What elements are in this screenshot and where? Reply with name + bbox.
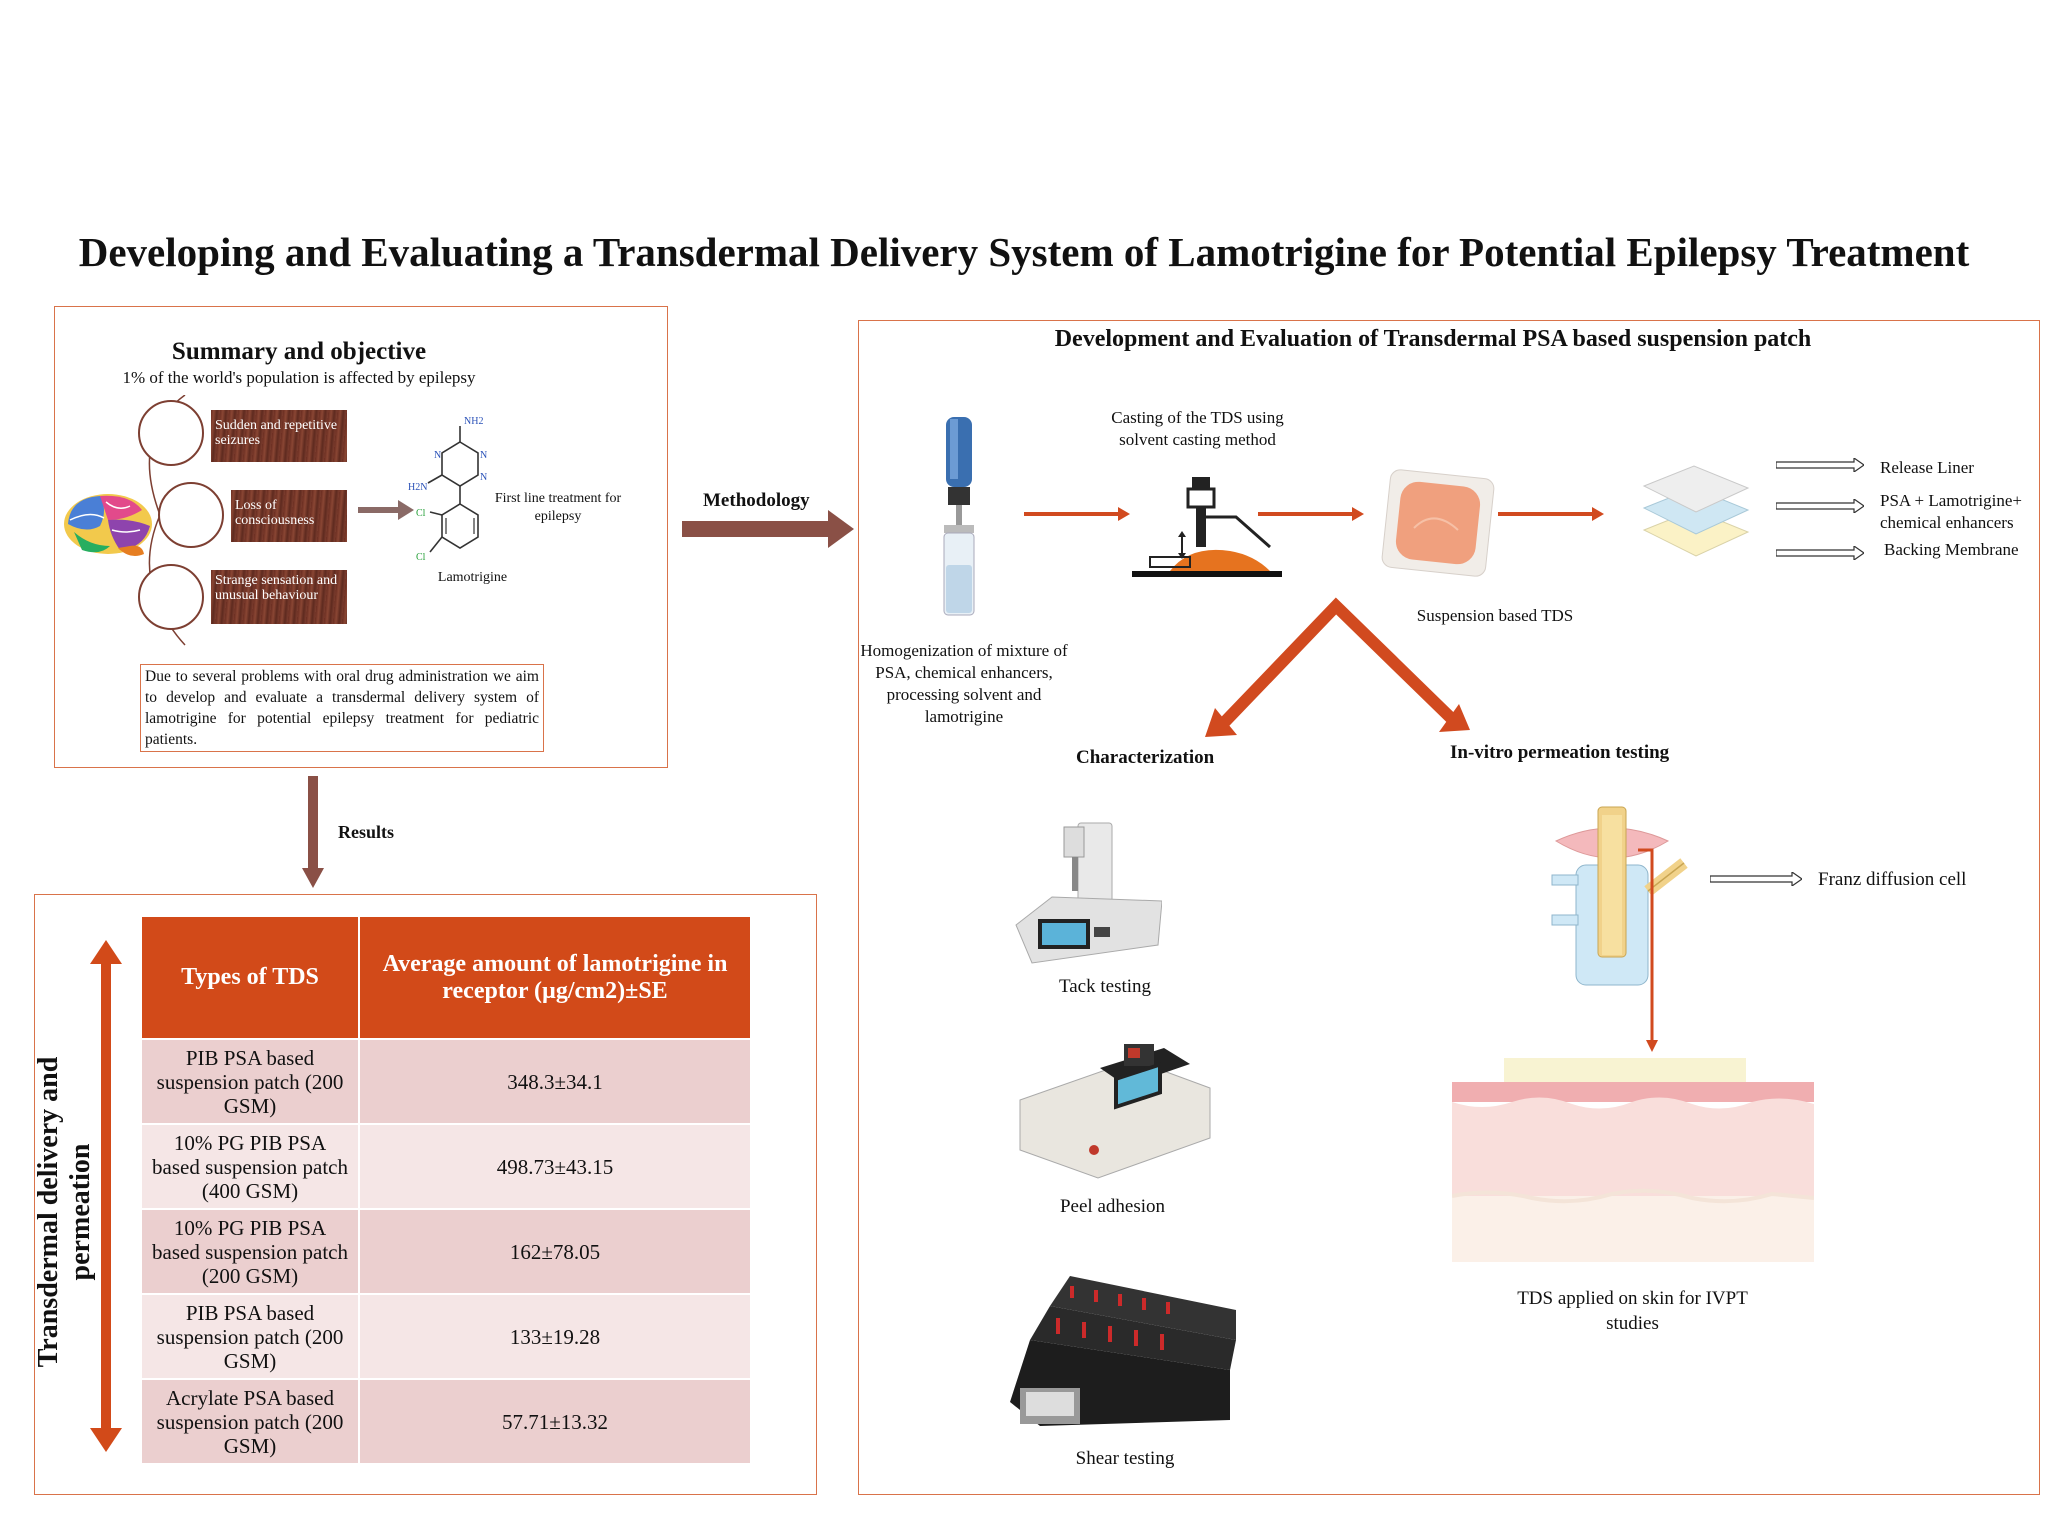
skin-label: TDS applied on skin for IVPT studies: [1517, 1288, 1748, 1334]
peel-label: Peel adhesion: [1059, 1196, 1165, 1217]
n-label-1: N: [434, 450, 441, 461]
tack-label: Tack testing: [1058, 976, 1152, 997]
h2n-label: H2N: [408, 482, 427, 493]
symptom-seizures: Sudden and repetitive seizures: [211, 410, 347, 462]
arrow-1: [1024, 507, 1130, 521]
layer-backing: Backing Membrane: [1884, 540, 2019, 559]
table-row: Acrylate PSA based suspension patch (200…: [142, 1378, 752, 1463]
development-panel: [858, 320, 2040, 1495]
brain-icon: [64, 494, 152, 556]
shear-label: Shear testing: [1075, 1448, 1175, 1469]
peel-tester-icon: [1019, 1044, 1211, 1179]
symptom-circle-2: [158, 482, 224, 548]
tds-amount: 57.71±13.32: [359, 1378, 752, 1463]
symptom-behaviour: Strange sensation and unusual behaviour: [211, 570, 347, 624]
summary-panel: [54, 306, 668, 768]
page-title: Developing and Evaluating a Transdermal …: [78, 229, 1970, 275]
n-label-2: N: [480, 450, 487, 461]
shear-tester-icon: [1010, 1276, 1236, 1426]
casting-label: Casting of the TDS using solvent casting…: [1111, 408, 1284, 449]
lamotrigine-structure-icon: NH2 H2N N N N Cl Cl: [408, 416, 487, 563]
skin-icon: [1452, 1058, 1814, 1262]
layer-psa: PSA + Lamotrigine+ chemical enhancers: [1880, 491, 2022, 532]
layer-arrow-3: [1776, 546, 1864, 560]
development-heading: Development and Evaluation of Transderma…: [1054, 326, 1812, 352]
vertical-label: Transdermal delivery and permeation: [33, 1056, 96, 1368]
symptom-consciousness: Loss of consciousness: [231, 490, 347, 542]
table-row: PIB PSA based suspension patch (200 GSM)…: [142, 1038, 752, 1124]
patch-layers-icon: [1642, 465, 1750, 557]
results-arrow: [302, 776, 324, 888]
suspension-patch-icon: [1381, 469, 1495, 577]
franz-label: Franz diffusion cell: [1818, 869, 1967, 890]
table-row: 10% PG PIB PSA based suspension patch (4…: [142, 1123, 752, 1209]
first-line-label: First line treatment for epilepsy: [494, 491, 622, 524]
tds-amount: 348.3±34.1: [359, 1038, 752, 1124]
methodology-label: Methodology: [703, 490, 810, 511]
franz-arrow: [1710, 872, 1802, 886]
layer-release-liner: Release Liner: [1880, 458, 1974, 477]
n-label-3: N: [480, 472, 487, 483]
tds-amount: 162±78.05: [359, 1208, 752, 1294]
table-row: 10% PG PIB PSA based suspension patch (2…: [142, 1208, 752, 1294]
suspension-tds-label: Suspension based TDS: [1416, 606, 1574, 625]
summary-heading: Summary and objective: [171, 338, 427, 365]
drug-name-label: Lamotrigine: [437, 570, 508, 585]
nh2-label: NH2: [464, 416, 483, 427]
cl-label-2: Cl: [416, 552, 426, 563]
tds-type: 10% PG PIB PSA based suspension patch (4…: [142, 1123, 360, 1209]
symptom-circle-1: [138, 400, 204, 466]
arrow-3: [1498, 507, 1604, 521]
homogenizer-icon: [943, 417, 975, 616]
arrow-2: [1258, 507, 1364, 521]
arrow-to-drug: [358, 500, 414, 520]
col-header-amount: Average amount of lamotrigine in recepto…: [359, 917, 752, 1039]
branch-arrows: [1205, 597, 1470, 737]
epilepsy-stat: 1% of the world's population is affected…: [122, 368, 476, 387]
symptom-circle-3: [138, 564, 204, 630]
tds-amount: 498.73±43.15: [359, 1123, 752, 1209]
results-label: Results: [338, 822, 395, 842]
layer-arrow-2: [1776, 499, 1864, 513]
col-header-type: Types of TDS: [142, 917, 360, 1039]
results-panel: [34, 894, 817, 1495]
franz-to-skin-arrow: [1638, 848, 1658, 1052]
tds-type: PIB PSA based suspension patch (200 GSM): [142, 1038, 360, 1124]
methodology-arrow: [682, 510, 854, 548]
tack-tester-icon: [1015, 822, 1162, 964]
layer-arrow-1: [1776, 458, 1864, 472]
cl-label-1: Cl: [416, 508, 426, 519]
double-arrow: [90, 940, 122, 1452]
tds-amount: 133±19.28: [359, 1293, 752, 1379]
results-table: Types of TDS Average amount of lamotrigi…: [142, 917, 752, 1463]
table-row: PIB PSA based suspension patch (200 GSM)…: [142, 1293, 752, 1379]
tds-type: 10% PG PIB PSA based suspension patch (2…: [142, 1208, 360, 1294]
tds-type: PIB PSA based suspension patch (200 GSM): [142, 1293, 360, 1379]
homogenization-label: Homogenization of mixture of PSA, chemic…: [860, 641, 1068, 726]
characterization-label: Characterization: [1076, 747, 1215, 768]
objective-box: Due to several problems with oral drug a…: [140, 664, 544, 752]
casting-apparatus-icon: [1132, 477, 1282, 577]
ivpt-label: In-vitro permeation testing: [1450, 742, 1670, 763]
tds-type: Acrylate PSA based suspension patch (200…: [142, 1378, 360, 1463]
franz-cell-icon: [1551, 806, 1688, 986]
